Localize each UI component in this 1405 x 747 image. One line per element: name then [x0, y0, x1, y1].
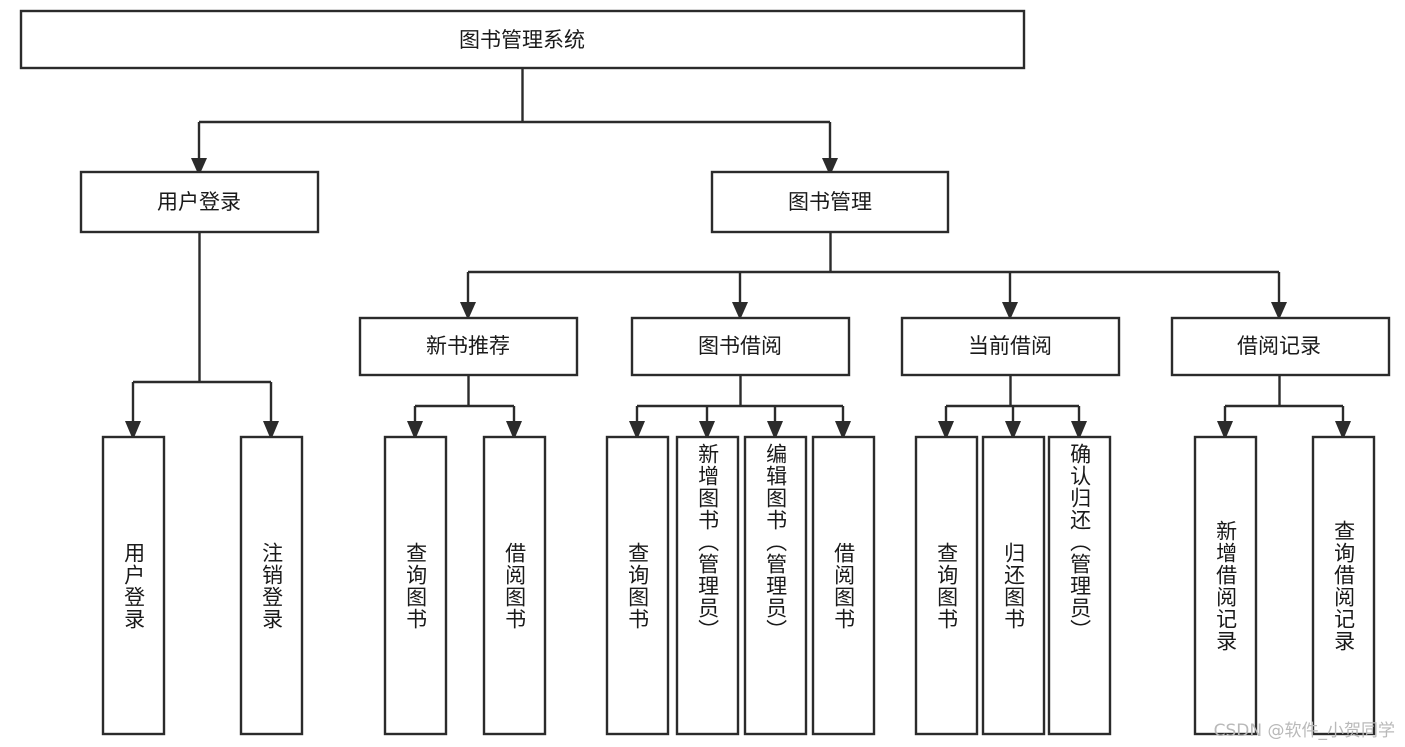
- label-user-login: 用户登录: [157, 190, 241, 214]
- node-leaf-borrow-3[interactable]: [743, 435, 808, 736]
- label-book-management: 图书管理: [788, 190, 872, 214]
- node-leaf-newbook-1[interactable]: [383, 435, 448, 736]
- node-book-borrow[interactable]: [630, 316, 851, 377]
- node-layer: [19, 9, 1391, 736]
- horizontal-label-layer: 图书管理系统 用户登录 图书管理 新书推荐 图书借阅 当前借阅 借阅记录: [157, 28, 1321, 358]
- arrow-bookmgmt-to-records: [1271, 302, 1287, 320]
- label-current-borrow: 当前借阅: [968, 334, 1052, 358]
- node-new-book-recommend[interactable]: [358, 316, 579, 377]
- node-leaf-current-2[interactable]: [981, 435, 1046, 736]
- csdn-watermark: CSDN @软件_小贺同学: [1213, 721, 1395, 741]
- arrow-borrow-to-4: [835, 421, 851, 440]
- label-root: 图书管理系统: [459, 28, 585, 52]
- arrow-borrow-to-2: [699, 421, 715, 440]
- arrow-bookmgmt-to-current: [1002, 302, 1018, 320]
- node-leaf-login-2[interactable]: [239, 435, 304, 736]
- arrow-bookmgmt-to-newbook: [460, 302, 476, 320]
- arrow-bookmgmt-to-borrow: [732, 302, 748, 320]
- label-book-borrow: 图书借阅: [698, 334, 782, 358]
- arrow-login-to-l2: [263, 421, 279, 440]
- node-leaf-borrow-1[interactable]: [605, 435, 670, 736]
- arrow-root-to-bookmgmt: [822, 158, 838, 176]
- node-leaf-current-1[interactable]: [914, 435, 979, 736]
- node-leaf-current-3[interactable]: [1047, 435, 1112, 736]
- arrow-current-to-1: [938, 421, 954, 440]
- node-current-borrow[interactable]: [900, 316, 1121, 377]
- arrow-newbook-to-2: [506, 421, 522, 440]
- arrow-login-to-l1: [125, 421, 141, 440]
- node-book-management[interactable]: [710, 170, 950, 234]
- arrow-current-to-2: [1005, 421, 1021, 440]
- label-new-book-recommend: 新书推荐: [426, 334, 510, 358]
- arrow-newbook-to-1: [407, 421, 423, 440]
- arrow-records-to-2: [1335, 421, 1351, 440]
- arrow-borrow-to-3: [767, 421, 783, 440]
- node-leaf-records-1[interactable]: [1193, 435, 1258, 736]
- node-user-login[interactable]: [79, 170, 320, 234]
- connector-layer: [125, 68, 1351, 440]
- arrow-borrow-to-1: [629, 421, 645, 440]
- node-leaf-records-2[interactable]: [1311, 435, 1376, 736]
- arrow-records-to-1: [1217, 421, 1233, 440]
- node-leaf-borrow-4[interactable]: [811, 435, 876, 736]
- node-leaf-borrow-2[interactable]: [675, 435, 740, 736]
- node-leaf-login-1[interactable]: [101, 435, 166, 736]
- node-leaf-newbook-2[interactable]: [482, 435, 547, 736]
- arrow-current-to-3: [1071, 421, 1087, 440]
- arrow-root-to-login: [191, 158, 207, 176]
- node-root[interactable]: [19, 9, 1026, 70]
- label-borrow-records: 借阅记录: [1237, 334, 1321, 358]
- node-borrow-records[interactable]: [1170, 316, 1391, 377]
